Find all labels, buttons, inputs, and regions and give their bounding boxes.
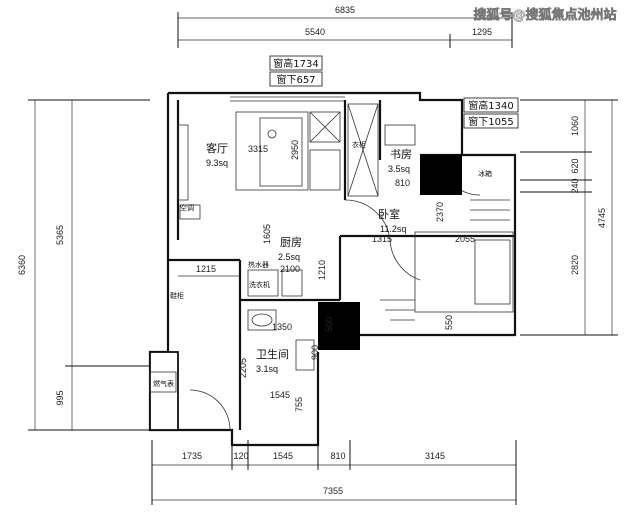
fixture-water-heater: 热水器	[248, 260, 269, 269]
top-dimensions: 6835 5540 1295	[177, 5, 513, 48]
dim-left-total: 6360	[17, 255, 27, 275]
room-bathroom-name: 卫生间	[256, 347, 289, 361]
dim-left-upper: 5365	[55, 225, 65, 245]
study-window-sill: 窗下1055	[468, 115, 513, 128]
watermark-text: 搜狐号@搜狐焦点池州站	[473, 7, 616, 23]
bottom-dimensions: 1735 120 1545 810 3145 7355	[151, 440, 517, 505]
dim-right-seg-2: 620	[570, 158, 580, 173]
dim-bed-v: 550	[444, 315, 454, 330]
dim-kitchen-v: 1605	[262, 224, 272, 244]
fixture-shoe-cabinet: 鞋柜	[170, 291, 184, 300]
dim-bottom-total: 7355	[323, 486, 343, 496]
dim-bath-v3: 755	[294, 397, 304, 412]
dim-right-total: 4745	[597, 208, 607, 228]
inner-dimensions: 3315 2950 810 2370 1605 2100 1215 1210 2…	[178, 140, 475, 412]
dim-top-left: 5540	[305, 27, 325, 37]
dim-bottom-seg-5: 3145	[425, 451, 445, 461]
room-living-area: 9.3sq	[206, 158, 228, 168]
dim-bath-v: 2205	[238, 358, 248, 378]
room-living-name: 客厅	[206, 141, 228, 155]
room-labels: 客厅 9.3sq 书房 3.5sq 卧室 11.2sq 厨房 2.5sq 卫生间…	[206, 141, 412, 374]
dim-bottom-seg-3: 1545	[273, 451, 293, 461]
column-block-top	[420, 155, 462, 195]
dim-bedroom-v: 2370	[435, 202, 445, 222]
window-notes: 窗高1734 窗下657 窗高1340 窗下1055	[269, 55, 519, 129]
dim-hall-w: 1215	[196, 264, 216, 274]
watermark: 搜狐号@搜狐焦点池州站	[473, 7, 617, 24]
dim-bedroom-s: 1315	[372, 234, 392, 244]
dim-right-seg-4: 2820	[570, 255, 580, 275]
dim-bath-top: 500	[324, 317, 334, 332]
study-window-height: 窗高1340	[468, 99, 513, 112]
dim-study-w: 810	[395, 178, 410, 188]
living-window-sill: 窗下657	[276, 73, 315, 86]
room-bedroom-name: 卧室	[378, 207, 400, 221]
left-dimensions: 6360 5365 995	[17, 99, 150, 431]
dim-bath-w2: 1545	[270, 390, 290, 400]
living-window-height: 窗高1734	[273, 57, 318, 70]
dim-bottom-seg-1: 1735	[182, 451, 202, 461]
dim-top-total: 6835	[335, 5, 355, 15]
furniture	[149, 103, 514, 393]
fixture-fridge: 冰箱	[478, 169, 492, 178]
column-block-bottom	[318, 302, 360, 350]
dim-living-w: 3315	[248, 144, 268, 154]
fixture-cabinet: 衣柜	[352, 140, 366, 149]
fixture-gas-meter: 燃气表	[153, 379, 174, 388]
dim-top-right: 1295	[472, 27, 492, 37]
fixture-labels: 衣柜 热水器 洗衣机 冰箱 空调 鞋柜 燃气表	[153, 140, 492, 388]
room-kitchen-area: 2.5sq	[278, 252, 300, 262]
dim-bottom-seg-2: 120	[233, 451, 248, 461]
room-study-area: 3.5sq	[388, 164, 410, 174]
dim-living-h: 2950	[290, 140, 300, 160]
dim-bath-w: 1350	[272, 322, 292, 332]
dim-hall-v: 1210	[317, 260, 327, 280]
dim-right-seg-1: 1060	[570, 116, 580, 136]
room-study-name: 书房	[390, 148, 412, 161]
dim-bedroom-w: 2055	[455, 234, 475, 244]
room-kitchen-name: 厨房	[280, 236, 302, 249]
room-bedroom-area: 11.2sq	[380, 224, 406, 234]
dim-left-lower: 995	[55, 390, 65, 405]
dim-kitchen-w: 2100	[280, 264, 300, 274]
walls	[148, 91, 517, 447]
dim-bath-v2: 900	[310, 345, 320, 360]
fixture-washer: 洗衣机	[249, 280, 270, 289]
dim-right-seg-3: 240	[570, 178, 580, 193]
fixture-aircon: 空调	[180, 203, 194, 212]
room-bathroom-area: 3.1sq	[256, 364, 278, 374]
dim-bottom-seg-4: 810	[330, 451, 345, 461]
right-dimensions: 1060 620 240 2820 4745	[520, 99, 618, 336]
